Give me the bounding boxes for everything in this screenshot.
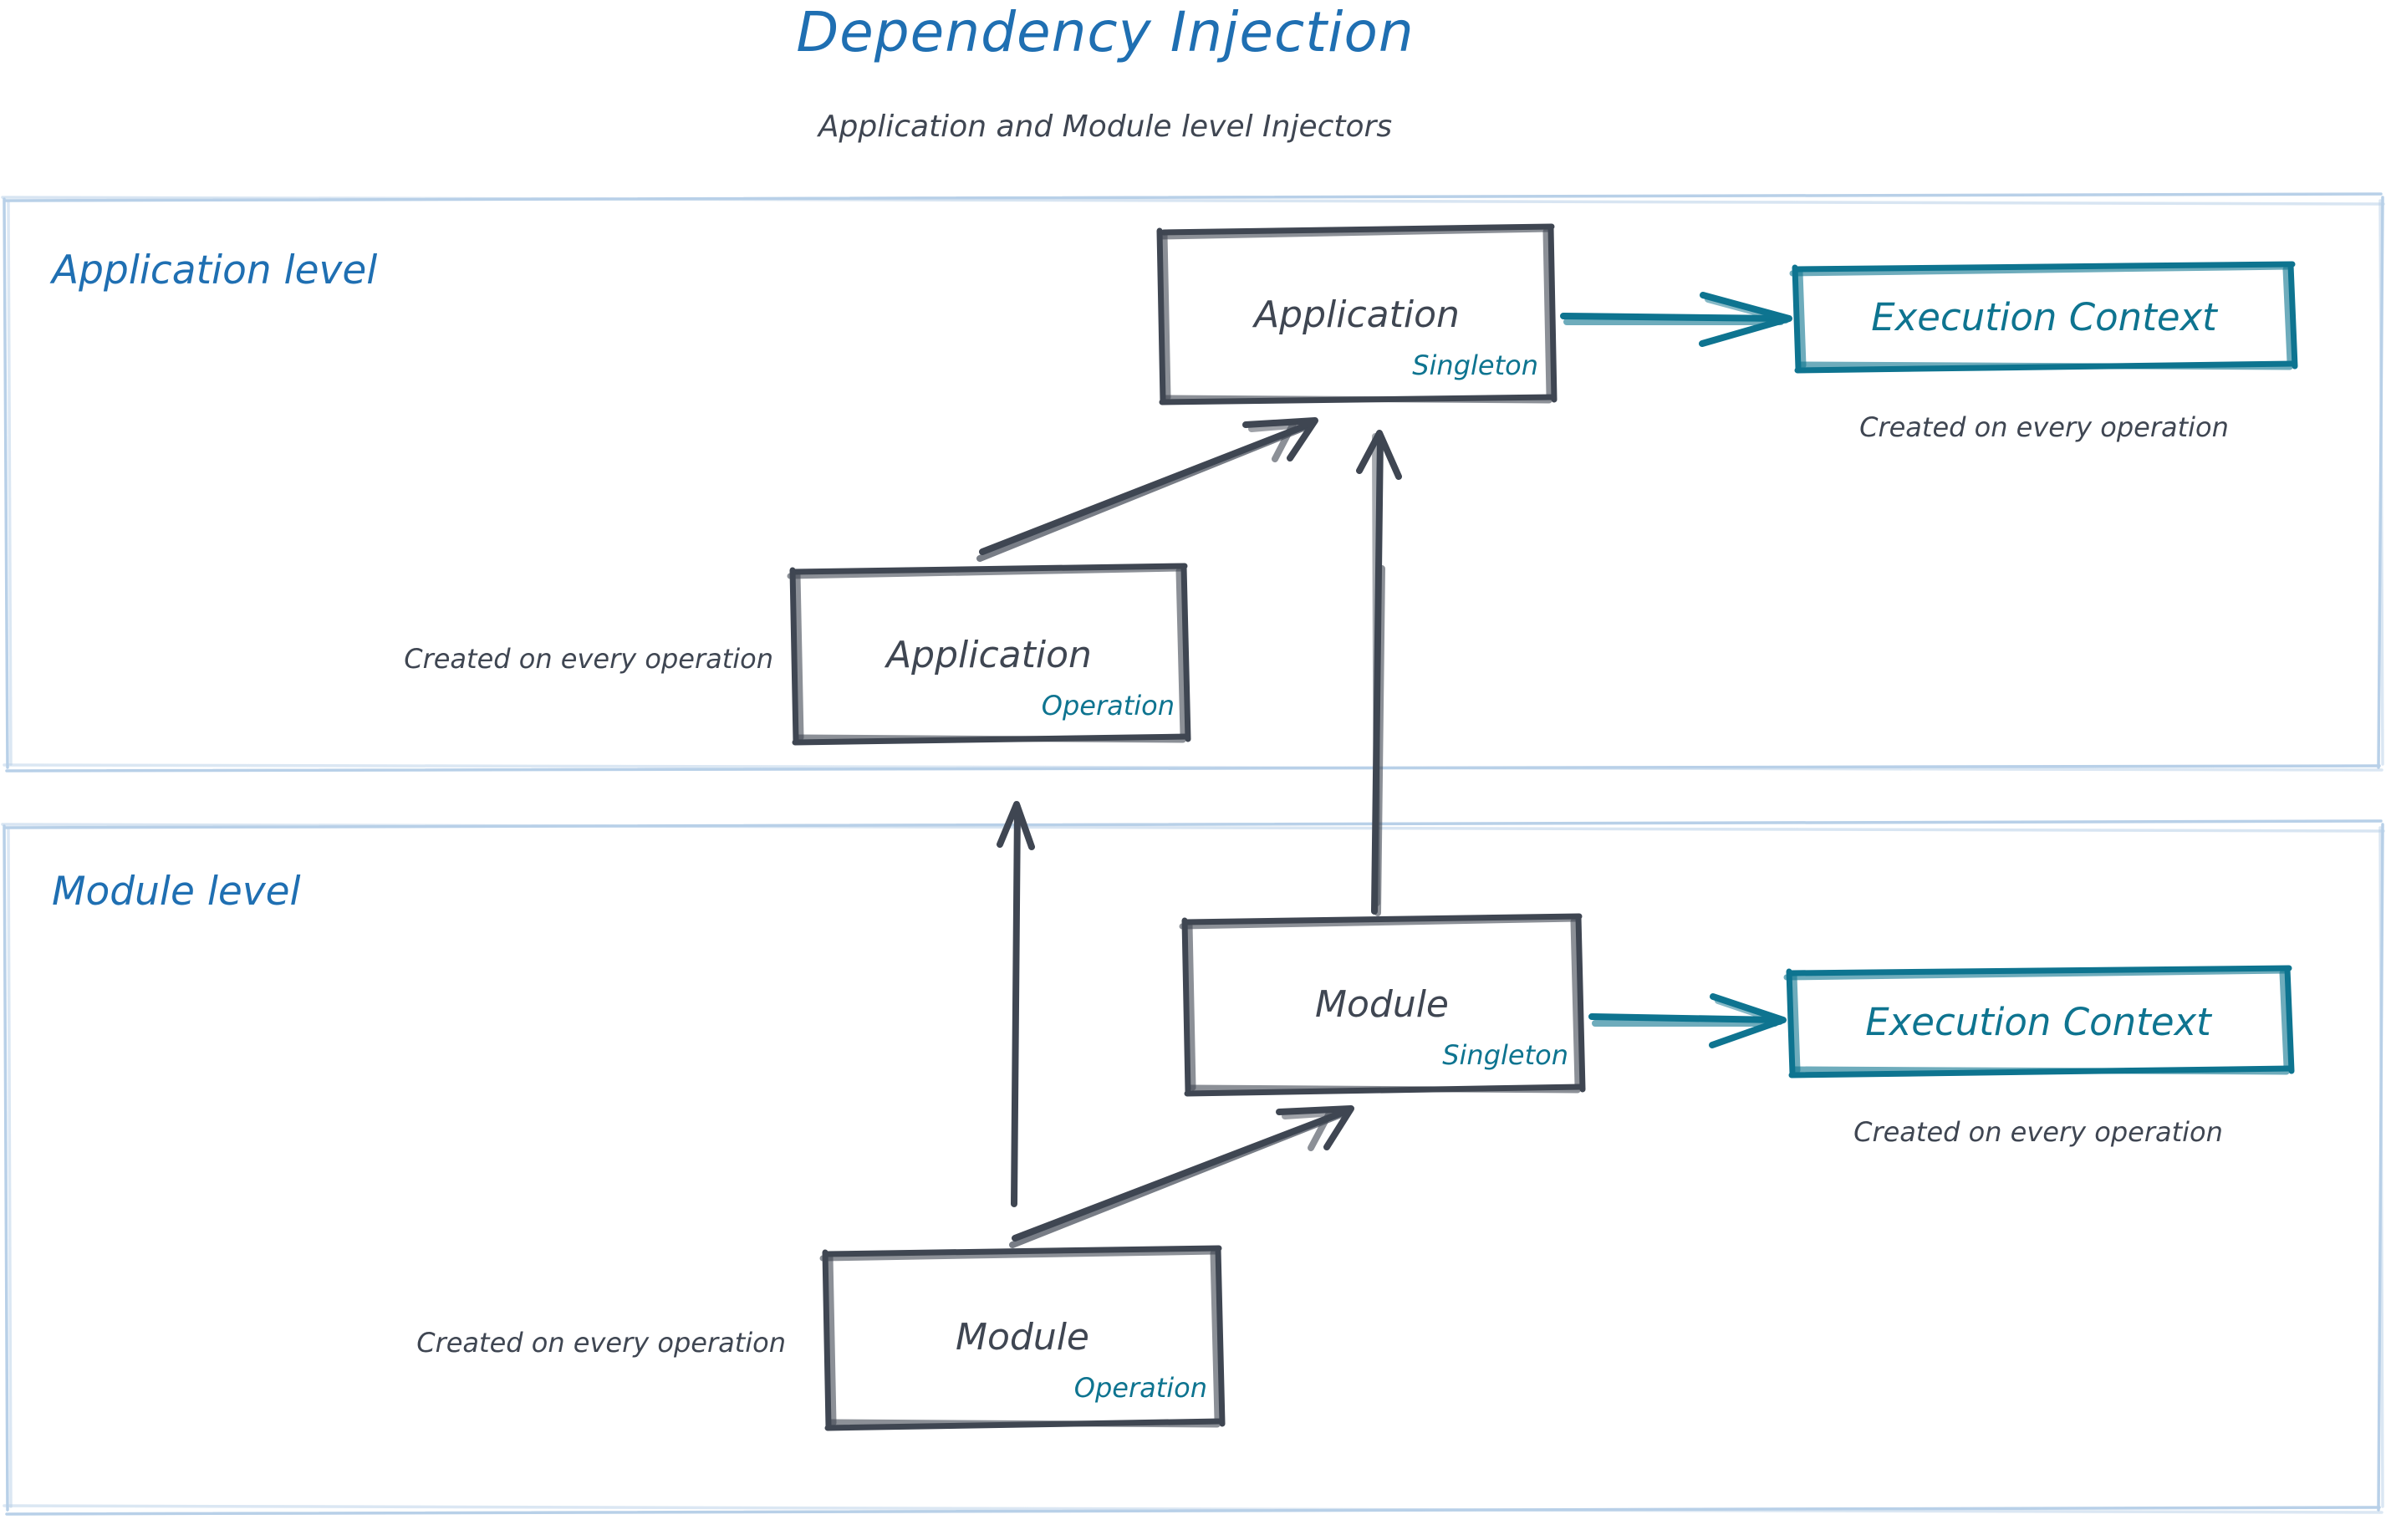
node-module-operation-frame <box>819 1245 1226 1431</box>
panel-title-module-level: Module level <box>52 869 301 915</box>
node-application-singleton-title: Application <box>1254 293 1460 336</box>
node-module-singleton-frame <box>1179 913 1586 1097</box>
node-module-operation-title: Module <box>956 1316 1089 1359</box>
panel-module-level-frame <box>1 819 2385 1516</box>
panel-title-application-level: Application level <box>52 247 378 293</box>
node-application-operation-title: Application <box>886 634 1092 676</box>
edge-module-operation-to-module-singleton <box>1009 1105 1354 1248</box>
execution-context-module-note: Created on every operation <box>1853 1116 2223 1148</box>
edge-app-singleton-to-execution-context <box>1560 292 1792 347</box>
node-application-operation-frame <box>787 563 1191 746</box>
edge-module-singleton-to-app-singleton <box>1356 430 1402 916</box>
execution-context-module-frame <box>1783 965 2295 1079</box>
execution-context-module-label: Execution Context <box>1865 1000 2211 1044</box>
node-module-singleton-title: Module <box>1315 983 1449 1026</box>
edge-module-singleton-to-execution-context <box>1588 993 1787 1048</box>
page-subtitle: Application and Module level Injectors <box>818 110 1393 144</box>
execution-context-application-frame <box>1789 261 2298 374</box>
note-module-operation: Created on every operation <box>416 1327 786 1359</box>
node-application-singleton-scope: Singleton <box>1412 349 1538 381</box>
execution-context-application-note: Created on every operation <box>1859 411 2229 443</box>
panel-application-level-frame <box>1 192 2385 773</box>
node-module-operation-scope: Operation <box>1073 1372 1207 1404</box>
execution-context-application-label: Execution Context <box>1871 295 2217 339</box>
node-application-operation-scope: Operation <box>1041 690 1175 722</box>
edge-module-operation-to-app-operation <box>997 801 1035 1207</box>
node-application-singleton-frame <box>1156 223 1558 405</box>
note-application-operation: Created on every operation <box>404 643 773 675</box>
node-module-singleton-scope: Singleton <box>1442 1039 1568 1071</box>
page-title: Dependency Injection <box>796 0 1415 64</box>
edge-app-operation-to-app-singleton <box>976 417 1318 562</box>
